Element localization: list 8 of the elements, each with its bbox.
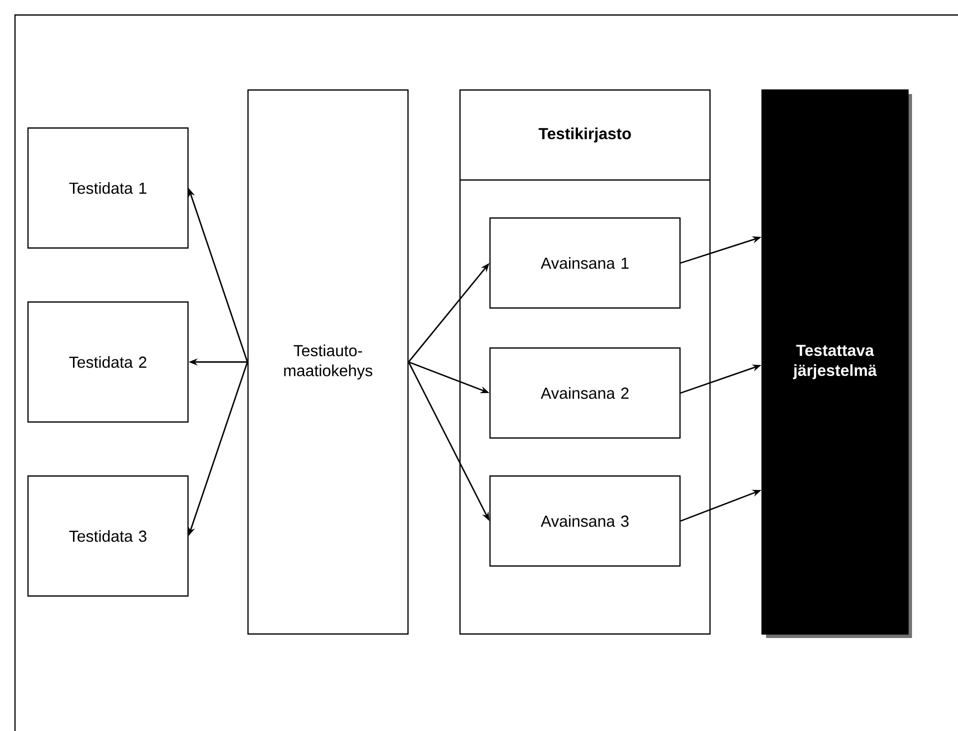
process-box: Testidata 3 bbox=[27, 475, 189, 597]
process-box: Testidata 1 bbox=[27, 127, 189, 249]
process-box: Avainsana 2 bbox=[489, 347, 681, 439]
process-box: Testidata 2 bbox=[27, 301, 189, 423]
process-box: Avainsana 1 bbox=[489, 217, 681, 309]
process-box: Avainsana 3 bbox=[489, 475, 681, 567]
system-block: Testattava järjestelmä bbox=[761, 89, 909, 635]
process-box: Testiauto- maatiokehys bbox=[247, 89, 409, 635]
